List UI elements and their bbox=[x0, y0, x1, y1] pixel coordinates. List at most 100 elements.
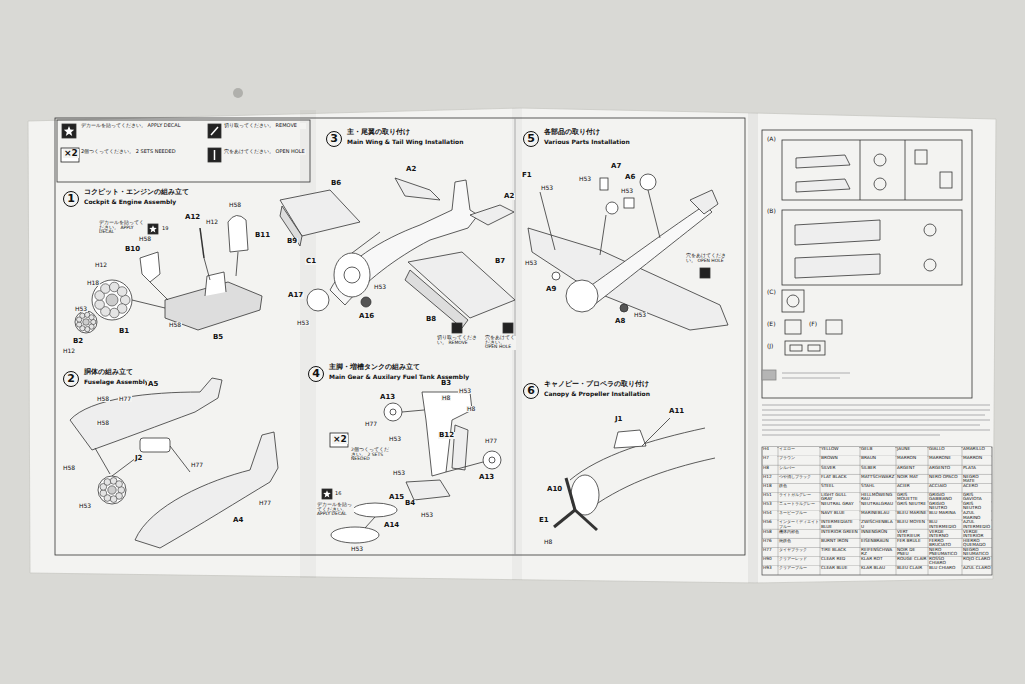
table-cell: 鉄色 bbox=[779, 484, 819, 488]
step-title: Cockpit & Engine Assembly bbox=[84, 199, 176, 206]
decal-icon bbox=[62, 124, 76, 138]
table-cell: NEGRO NEUMATICO bbox=[963, 548, 991, 557]
table-cell: BLU CHIARO bbox=[929, 566, 961, 570]
count-icon bbox=[61, 148, 79, 162]
table-cell: STEEL bbox=[821, 484, 859, 488]
part-number: A4 bbox=[232, 517, 244, 524]
sprue-part bbox=[795, 220, 880, 245]
sprue-frame bbox=[785, 320, 801, 334]
part-number: A13 bbox=[478, 474, 495, 481]
table-cell: ARGENTO bbox=[929, 466, 961, 470]
cowling-part bbox=[566, 280, 598, 312]
step-title: 主・尾翼の取り付け bbox=[347, 129, 410, 136]
part-number: A5 bbox=[147, 381, 159, 388]
engine-assembly bbox=[108, 486, 116, 494]
table-cell: FER BRULE bbox=[897, 539, 927, 543]
wheel-hub bbox=[489, 457, 495, 463]
paint-code: H58 bbox=[138, 236, 152, 242]
table-cell: ACIER bbox=[897, 484, 927, 488]
table-cell: H93 bbox=[763, 566, 777, 570]
fine-print bbox=[762, 419, 990, 421]
table-cell: シルバー bbox=[779, 466, 819, 470]
step-title: 各部品の取り付け bbox=[544, 129, 600, 136]
step-number: 2 bbox=[63, 371, 79, 387]
table-cell: H53 bbox=[763, 502, 777, 506]
cowling-part bbox=[334, 253, 370, 297]
table-cell: AMARILLO bbox=[963, 447, 991, 451]
engine-assembly bbox=[104, 479, 111, 486]
table-cell: NEGRO MATE bbox=[963, 475, 991, 484]
leader-line bbox=[150, 282, 168, 300]
sprue-runner bbox=[905, 140, 906, 200]
engine-part bbox=[109, 308, 119, 318]
leader-line bbox=[170, 446, 190, 472]
sprue-part bbox=[874, 154, 886, 166]
gear-part bbox=[422, 392, 472, 476]
step-title: 主脚・増槽タンクの組み立て bbox=[329, 364, 420, 371]
gear-part bbox=[406, 480, 450, 500]
sprue-part bbox=[924, 224, 936, 236]
decal-star bbox=[149, 225, 157, 232]
paint-code: H58 bbox=[96, 420, 110, 426]
canopy-part bbox=[614, 430, 646, 448]
table-cell: H7 bbox=[763, 456, 777, 460]
paint-code: H53 bbox=[524, 260, 538, 266]
table-cell: CLEAR RED bbox=[821, 557, 859, 561]
table-cell: 焼鉄色 bbox=[779, 539, 819, 543]
sprue-part bbox=[874, 178, 886, 190]
step-number: 3 bbox=[326, 131, 342, 147]
table-cell: ニュートラルグレー bbox=[779, 502, 819, 506]
small-part bbox=[361, 297, 371, 307]
paint-code: H8 bbox=[543, 539, 553, 545]
table-cell: イエロー bbox=[779, 447, 819, 451]
paint-code: (B) bbox=[766, 208, 777, 214]
table-cell: FERRO BRUCIATO bbox=[929, 539, 961, 548]
engine-assembly bbox=[110, 496, 117, 503]
sprue-part bbox=[924, 259, 936, 271]
engine-part bbox=[95, 300, 105, 310]
table-cell: NOIR MAT bbox=[897, 475, 927, 479]
part-number: A7 bbox=[610, 163, 622, 170]
table-cell: H4 bbox=[763, 447, 777, 451]
legend-text: 穴をあけてください。 OPEN HOLE bbox=[224, 148, 305, 154]
decal-icon bbox=[148, 224, 158, 234]
leader-line bbox=[402, 410, 424, 412]
instruction-note: 穴をあけてください。 OPEN HOLE bbox=[685, 254, 731, 263]
cut-icon-blade bbox=[211, 127, 218, 135]
step-number: 6 bbox=[523, 383, 539, 399]
table-cell: HELLMÖWENGRAU bbox=[861, 493, 895, 502]
table-cell: BLU MARINA bbox=[929, 511, 961, 515]
table-cell: H77 bbox=[763, 548, 777, 552]
paint-code: H58 bbox=[228, 202, 242, 208]
table-frame bbox=[762, 447, 992, 575]
part-number: A16 bbox=[358, 313, 375, 320]
table-cell: NOIR DE PNEU bbox=[897, 548, 927, 557]
paint-code: H53 bbox=[392, 470, 406, 476]
table-cell: GRIS MOUETTE bbox=[897, 493, 927, 502]
paint-code: H77 bbox=[258, 500, 272, 506]
wing-part bbox=[280, 206, 302, 246]
paint-code: H53 bbox=[633, 312, 647, 318]
step-panel: 1コクピット・エンジンの組み立てCockpit & Engine Assembl… bbox=[57, 185, 191, 209]
small-part bbox=[606, 202, 618, 214]
part-number: A2 bbox=[405, 166, 417, 173]
table-cell: BROWN bbox=[821, 456, 859, 460]
paint-code: H53 bbox=[388, 436, 402, 442]
tail-part bbox=[470, 205, 514, 225]
legend-box bbox=[57, 120, 310, 182]
part-number: E1 bbox=[538, 517, 550, 524]
table-cell: ネービーブルー bbox=[779, 511, 819, 515]
table-cell: NAVY BLUE bbox=[821, 511, 859, 515]
drill-icon bbox=[208, 148, 221, 162]
table-cell: ACCIAIO bbox=[929, 484, 961, 488]
cut-icon bbox=[452, 323, 462, 333]
paper-fold bbox=[748, 113, 758, 583]
fine-print bbox=[782, 372, 850, 374]
table-cell: GELB bbox=[861, 447, 895, 451]
table-cell: AZUL CLARO bbox=[963, 566, 991, 570]
table-cell: AZUL MARINO bbox=[963, 511, 991, 520]
mast-line bbox=[600, 215, 606, 255]
fuselage-outline bbox=[570, 428, 705, 480]
table-cell: H51 bbox=[763, 493, 777, 497]
instruction-note: デカールを貼ってください。 APPLY DECAL bbox=[98, 221, 146, 235]
